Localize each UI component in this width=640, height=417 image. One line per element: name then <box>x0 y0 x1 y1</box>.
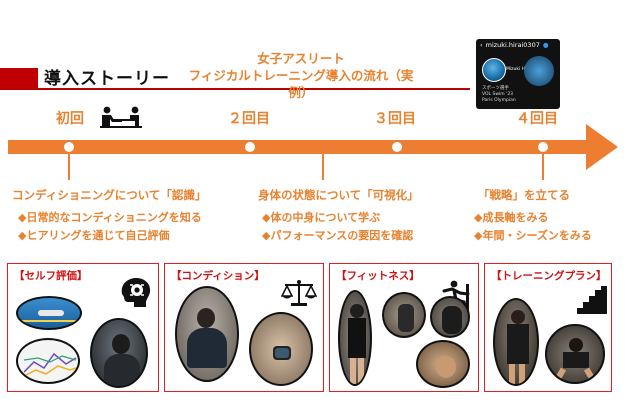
bio-line-2: VOL Swim '23 <box>482 92 514 97</box>
page-subtitle: 女子アスリート フィジカルトレーニング導入の流れ（実例） <box>186 50 416 101</box>
theme-title-3: 「戦略」を立てる <box>478 188 570 202</box>
lunge-exercise-photo <box>545 324 605 384</box>
verified-badge-icon: ● <box>542 41 549 49</box>
card-fitness: 【フィットネス】 <box>329 263 479 392</box>
stairs-icon <box>577 286 607 314</box>
stage-label-1: 初回 <box>56 111 84 127</box>
scale-icon <box>281 280 317 306</box>
card-training-plan: 【トレーニングプラン】 <box>484 263 612 392</box>
theme-1-bullet-1: ◆日常的なコンディショニングを知る <box>18 211 202 224</box>
stretching-photo <box>382 292 426 338</box>
swimming-pool-photo <box>16 296 82 330</box>
bio-line-3: Paris Olympian <box>482 98 516 103</box>
theme-1-bullet-2: ◆ヒアリングを通じて自己評価 <box>18 229 170 242</box>
timeline-dot-3 <box>390 140 404 154</box>
instagram-bio: スポーツ選手 VOL Swim '23 Paris Olympian <box>482 86 516 104</box>
timeline-tick-2 <box>322 154 324 180</box>
card-title-condition: 【コンディション】 <box>171 270 265 282</box>
timeline-dot-4 <box>536 140 550 154</box>
instagram-profile-card: ‹ mizuki.hirai0307 ● Mizuki Hirai 平井瑞希 ス… <box>476 39 560 109</box>
header-accent-bar <box>0 68 38 88</box>
theme-2-bullet-2: ◆パフォーマンスの要因を確認 <box>262 229 414 242</box>
swimmer-photo <box>524 56 554 86</box>
card-title-self-evaluation: 【セルフ評価】 <box>14 270 88 282</box>
theme-title-2: 身体の状態について「可視化」 <box>258 188 419 202</box>
instagram-header: ‹ mizuki.hirai0307 ● <box>476 39 560 51</box>
athlete-standing-photo <box>338 290 372 386</box>
timeline-bar <box>8 140 588 154</box>
timeline-dot-2 <box>243 140 257 154</box>
training-instruction-photo <box>493 298 539 386</box>
instagram-body: Mizuki Hirai 平井瑞希 スポーツ選手 VOL Swim '23 Pa… <box>480 54 556 106</box>
avatar <box>482 58 506 82</box>
brain-gear-icon <box>121 278 151 307</box>
bio-line-1: スポーツ選手 <box>482 86 509 91</box>
header-underline <box>0 88 470 90</box>
back-arrow-icon: ‹ <box>480 41 483 49</box>
card-condition: 【コンディション】 <box>164 263 324 392</box>
foot-assessment-photo <box>416 340 470 388</box>
athlete-with-laptop-photo <box>90 318 148 388</box>
theme-2-bullet-1: ◆体の中身について学ぶ <box>262 211 381 224</box>
card-title-fitness: 【フィットネス】 <box>336 270 420 282</box>
theme-title-1: コンディショニングについて「認識」 <box>12 188 207 202</box>
page-title: 導入ストーリー <box>44 69 170 89</box>
theme-3-bullet-2: ◆年間・シーズンをみる <box>474 229 592 242</box>
stage-label-2: ２回目 <box>228 111 270 127</box>
conditioning-session-photo <box>175 286 239 382</box>
lunge-photo <box>430 296 470 338</box>
timeline-dot-1 <box>62 140 76 154</box>
meeting-icon <box>100 106 142 128</box>
card-title-training-plan: 【トレーニングプラン】 <box>491 270 607 282</box>
timeline-tick-3 <box>542 154 544 180</box>
subtitle-line-1: 女子アスリート <box>257 51 345 66</box>
subtitle-line-2: フィジカルトレーニング導入の流れ（実例） <box>188 68 414 100</box>
smartwatch-photo <box>249 312 313 386</box>
instagram-handle: mizuki.hirai0307 <box>485 41 540 49</box>
stage-label-4: ４回目 <box>516 111 558 127</box>
timeline-arrow-head <box>586 124 618 170</box>
card-self-evaluation: 【セルフ評価】 <box>7 263 159 392</box>
timeline-tick-1 <box>68 154 70 180</box>
stage-label-3: ３回目 <box>374 111 416 127</box>
self-evaluation-chart-photo <box>16 338 80 384</box>
theme-3-bullet-1: ◆成長軸をみる <box>474 211 549 224</box>
